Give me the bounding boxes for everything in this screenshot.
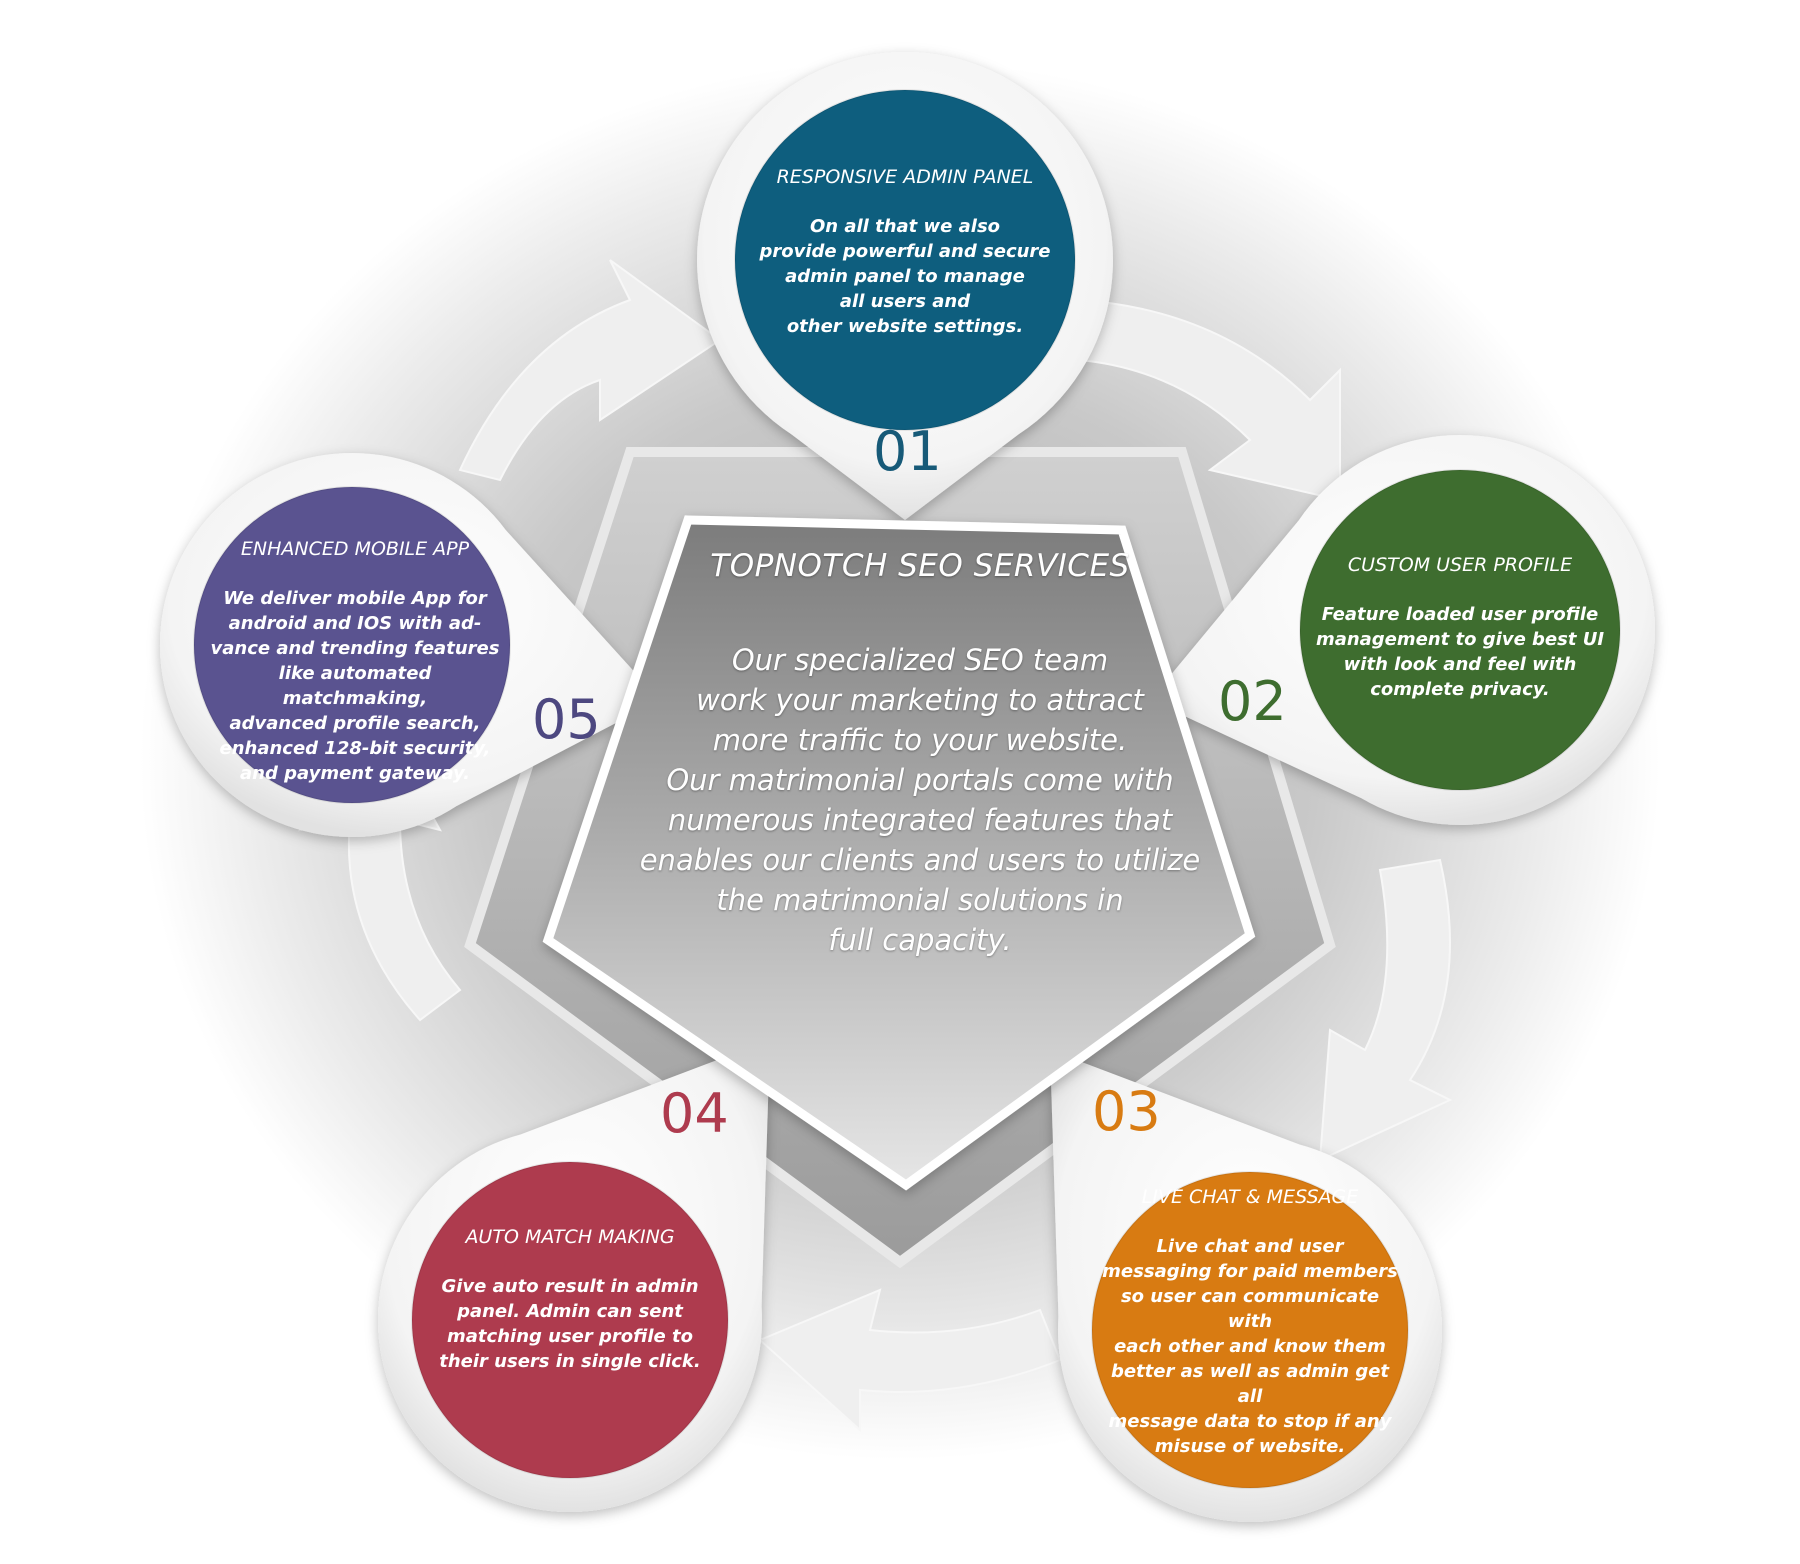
center-body-line: Our matrimonial portals come with <box>666 763 1174 797</box>
feature-body-line: Give auto result in admin <box>441 1276 699 1297</box>
center-body-line: more traffic to your website. <box>712 723 1128 757</box>
feature-04-body: Give auto result in admin panel. Admin ca… <box>420 1274 720 1374</box>
feature-body-line: other website settings. <box>786 316 1024 337</box>
feature-body-line: and payment gateway. <box>240 763 470 784</box>
feature-circle <box>734 89 1076 431</box>
cycle-arrow-icon <box>1079 298 1341 502</box>
feature-02-title: CUSTOM USER PROFILE <box>1347 554 1573 576</box>
feature-circle <box>411 1161 729 1479</box>
feature-05-body: We deliver mobile App for android and IOS… <box>205 586 505 786</box>
feature-05-title: ENHANCED MOBILE APP <box>240 538 470 560</box>
feature-body-line: provide powerful and secure <box>759 241 1051 262</box>
feature-body-line: admin panel to manage <box>785 266 1025 287</box>
center-title: TOPNOTCH SEO SERVICES <box>710 548 1130 584</box>
feature-body-line: android and IOS with ad- <box>228 613 482 634</box>
feature-body-line: panel. Admin can sent <box>457 1301 683 1322</box>
feature-body-line: We deliver mobile App for <box>223 588 487 609</box>
feature-body-line: Feature loaded user profile <box>1321 604 1599 625</box>
feature-03-title: LIVE CHAT & MESSAGE <box>1141 1186 1359 1208</box>
center-body-line: work your marketing to attract <box>696 683 1144 717</box>
cycle-arrow-icon <box>1318 858 1453 1162</box>
feature-03-number: 03 <box>1092 1080 1161 1143</box>
center-pentagon <box>542 515 1256 1191</box>
feature-body-line: complete privacy. <box>1370 679 1550 700</box>
feature-body-line: matching user profile to <box>447 1326 693 1347</box>
feature-05-number: 05 <box>532 688 601 751</box>
feature-body-line: their users in single click. <box>439 1351 701 1372</box>
feature-body-line: like automated matchmaking, <box>278 663 432 709</box>
feature-01-title: RESPONSIVE ADMIN PANEL <box>776 166 1034 188</box>
feature-body-line: with look and feel with <box>1343 654 1577 675</box>
feature-circle <box>1091 1171 1409 1489</box>
feature-body-line: management to give best UI <box>1315 629 1605 650</box>
feature-body-line: vance and trending features <box>210 638 500 659</box>
center-body-line: numerous integrated features that <box>667 803 1173 837</box>
feature-01-body: On all that we also provide powerful and … <box>745 214 1065 339</box>
feature-body-line: messaging for paid members <box>1102 1261 1398 1282</box>
center-body-line: enables our clients and users to utilize <box>639 843 1201 877</box>
feature-body-line: better as well as admin get all <box>1110 1361 1390 1407</box>
feature-circle <box>1299 469 1621 791</box>
feature-04-title: AUTO MATCH MAKING <box>465 1226 675 1248</box>
center-body-line: Our specialized SEO team <box>731 643 1109 677</box>
feature-04-number: 04 <box>660 1082 729 1145</box>
feature-circles <box>193 89 1621 1489</box>
feature-body-line: Live chat and user <box>1156 1236 1344 1257</box>
cycle-arrow-icon <box>458 259 722 482</box>
feature-02-number: 02 <box>1218 670 1287 733</box>
feature-body-line: so user can communicate with <box>1120 1286 1380 1332</box>
feature-body-line: advanced profile search, <box>229 713 481 734</box>
feature-body-line: misuse of website. <box>1154 1436 1346 1457</box>
center-body-line: full capacity. <box>828 923 1012 957</box>
feature-02-body: Feature loaded user profile management to… <box>1305 602 1615 702</box>
feature-01-number: 01 <box>873 420 942 483</box>
feature-body-line: message data to stop if any <box>1108 1411 1392 1432</box>
center-body: Our specialized SEO team work your marke… <box>620 640 1220 960</box>
feature-body-line: all users and <box>839 291 971 312</box>
feature-body-line: enhanced 128-bit security, <box>219 738 491 759</box>
feature-body-line: On all that we also <box>809 216 1001 237</box>
cycle-arrows <box>297 259 1453 1433</box>
feature-03-body: Live chat and user messaging for paid mem… <box>1100 1234 1400 1459</box>
center-body-line: the matrimonial solutions in <box>716 883 1124 917</box>
feature-circle <box>193 486 511 804</box>
feature-body-line: each other and know them <box>1114 1336 1386 1357</box>
